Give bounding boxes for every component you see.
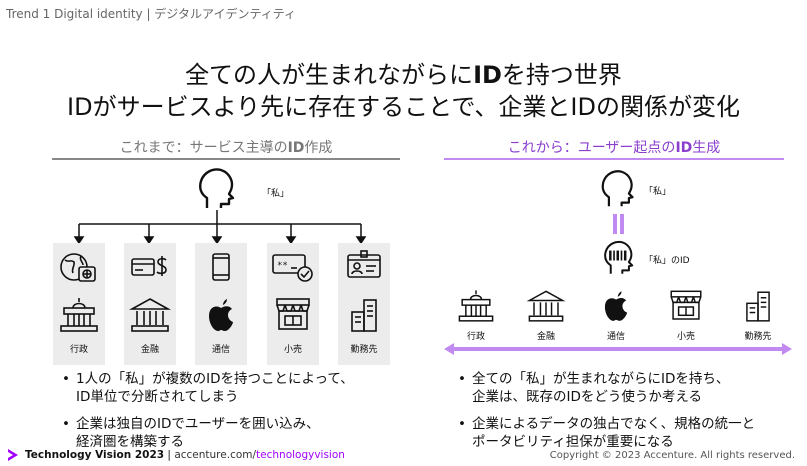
bullet-text: 企業によるデータの独占でなく、規格の統一と ポータビリティ担保が重要になる [472,416,756,450]
right-heading-rule [444,158,784,160]
card-label-employer: 勤務先 [350,345,378,355]
equals-bar-right [620,214,624,234]
card-government [53,243,105,365]
card-dollar-icon [131,256,167,276]
double-arrow-icon [444,343,792,355]
title-line1-post: を持つ世界 [501,61,622,89]
bank-icon [128,298,172,332]
bullet-text: 全ての「私」が生まれながらにIDを持ち、 企業は、既存のIDをどう使うか考える [472,371,730,405]
entity-label-employer: 勤務先 [744,332,772,342]
bullet-text: 企業は独自のIDでユーザーを囲い込み、 経済圏を構築する [76,416,320,450]
accenture-chevron-icon [8,449,18,461]
footer-separator: | [167,449,171,461]
page-title: 全ての人が生まれながらにIDを持つ世界 [0,60,807,90]
footer-url-accent[interactable]: technologyvision [256,449,345,461]
bank-icon [526,290,566,322]
entity-label-finance: 金融 [536,332,555,342]
digital-id-head-icon [604,240,634,274]
bullet-text: 1人の「私」が複数のIDを持つことによって、 ID単位で分断されてしまう [76,371,354,405]
footer-brand: Technology Vision 2023 [25,449,165,461]
right-heading-pre: これから：ユーザー起点の [507,140,676,156]
right-bullet-list: 全ての「私」が生まれながらにIDを持ち、 企業は、既存のIDをどう使うか考える … [456,370,755,460]
title-line1-bold: ID [473,61,502,89]
globe-passport-icon [60,253,96,282]
id-badge-icon [347,250,381,278]
apple-logo-icon [604,291,628,321]
equals-bar-left [613,214,617,234]
card-label-retail: 小売 [283,345,302,355]
right-section-heading: これから：ユーザー起点のID生成 [444,137,784,157]
footer-url[interactable]: accenture.com/ [174,449,257,461]
office-building-icon [351,299,377,332]
list-item: 1人の「私」が複数のIDを持つことによって、 ID単位で分断されてしまう [60,370,354,406]
card-finance [124,243,176,365]
entity-label-government: 行政 [466,332,485,342]
government-building-icon [458,290,494,322]
card-label-telecom: 通信 [211,345,230,355]
password-check-icon: ** [272,254,313,282]
right-heading-post: 生成 [692,140,721,156]
list-item: 全ての「私」が生まれながらにIDを持ち、 企業は、既存のIDをどう使うか考える [456,370,755,406]
left-heading-rule [52,158,400,160]
card-label-government: 行政 [69,345,88,355]
title-line1-pre: 全ての人が生まれながらに [185,61,474,89]
office-building-icon [746,291,770,322]
svg-text:**: ** [277,261,288,271]
entity-label-retail: 小売 [676,332,695,342]
left-person-label: 「私」 [262,189,290,199]
right-person-label: 「私」 [644,187,672,197]
person-head-icon [601,170,634,207]
tree-connector [73,210,367,245]
left-section-heading: これまで：サービス主導のID作成 [52,137,400,157]
right-heading-bold: ID [675,140,693,156]
left-heading-pre: これまで：サービス主導の [119,140,288,156]
card-label-finance: 金融 [140,345,159,355]
left-bullet-list: 1人の「私」が複数のIDを持つことによって、 ID単位で分断されてしまう 企業は… [60,370,354,460]
card-retail: ** [267,243,319,365]
government-building-icon [60,298,98,332]
page-subtitle: IDがサービスより先に存在することで、企業とIDの関係が変化 [67,93,740,121]
left-heading-post: 作成 [304,140,333,156]
entity-label-telecom: 通信 [606,332,625,342]
trend-label: Trend 1 Digital identity | デジタルアイデンティティ [6,7,297,21]
storefront-icon [276,298,310,330]
footer-brand-line: Technology Vision 2023 | accenture.com/t… [25,449,345,461]
list-item: 企業によるデータの独占でなく、規格の統一と ポータビリティ担保が重要になる [456,415,755,451]
card-telecom [195,243,247,365]
apple-logo-icon [209,299,233,331]
list-item: 企業は独自のIDでユーザーを囲い込み、 経済圏を構築する [60,415,354,451]
person-head-icon [199,168,235,208]
footer-copyright: Copyright © 2023 Accenture. All rights r… [549,450,795,461]
right-id-label: 「私」のID [644,256,690,266]
smartphone-icon [212,253,230,281]
storefront-icon [670,290,702,320]
left-heading-bold: ID [287,140,305,156]
